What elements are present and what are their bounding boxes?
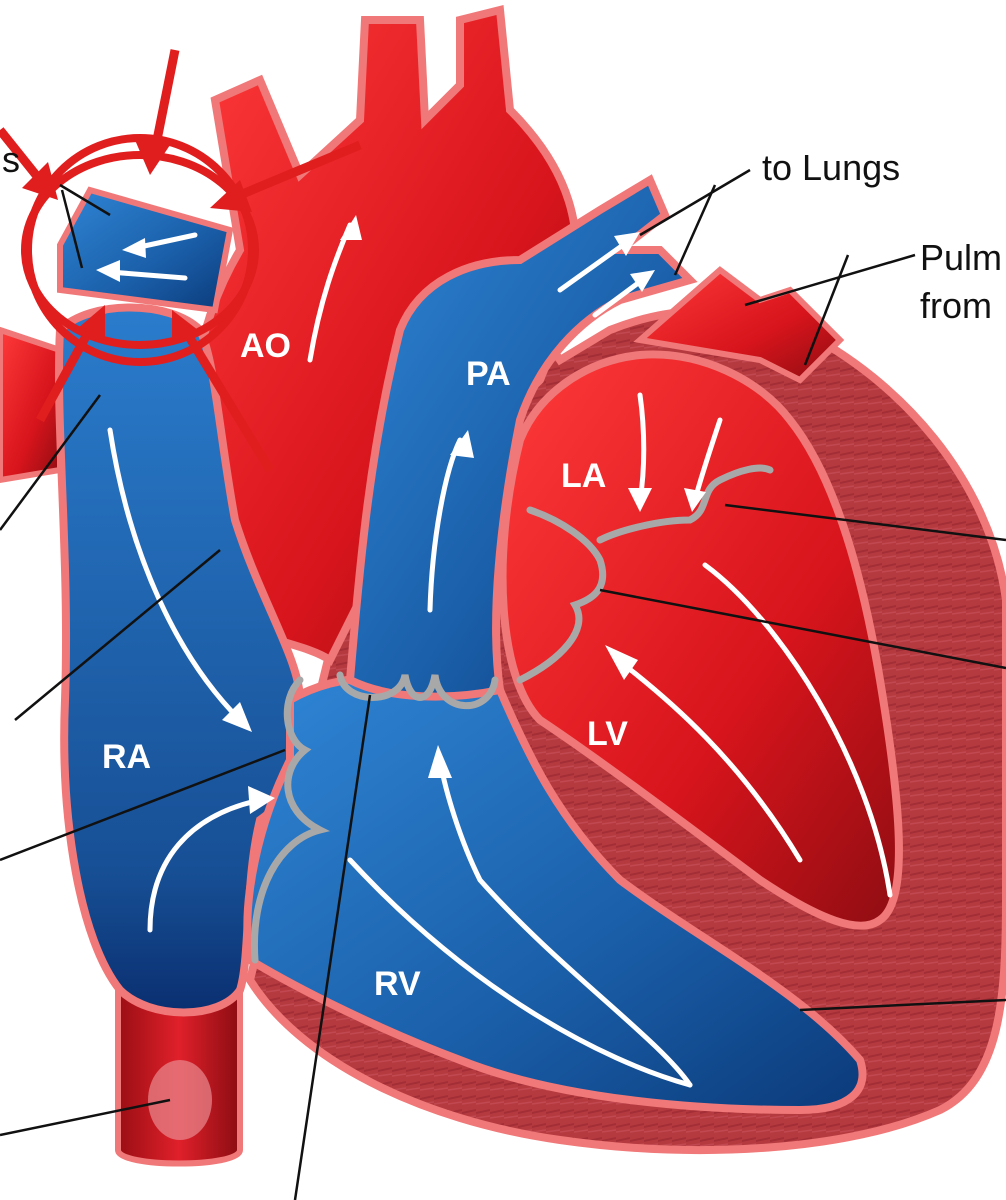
label-la: LA [561,457,606,495]
right-ventricle [243,672,867,1115]
ivc-highlight [148,1060,212,1140]
red-arrow-topleft [0,127,44,183]
label-ra: RA [102,738,151,776]
label-pulm-line2: from [920,285,992,326]
red-arrow-top [150,49,180,151]
label-lv: LV [587,715,628,753]
left-heart-chambers [498,350,903,930]
label-to-lungs: to Lungs [762,147,900,188]
leader-lines [0,168,1006,1200]
red-arrow-bottomright [181,327,274,473]
tricuspid-valve [250,676,331,964]
mitral-valve [516,506,607,684]
aortic-valve [596,464,774,544]
label-ao: AO [240,327,291,365]
pulmonary-valve [336,671,499,710]
label-cut-s: s [2,139,20,180]
label-pa: PA [466,355,511,393]
red-arrow-bottomleft [36,317,99,423]
label-pulm-line1: Pulm [920,237,1002,278]
label-rv: RV [374,965,421,1003]
red-arrow-right [238,140,362,200]
red-annotation [0,49,362,473]
blood-flow-arrows [96,215,893,1088]
pulmonary-veins-right [633,266,845,384]
